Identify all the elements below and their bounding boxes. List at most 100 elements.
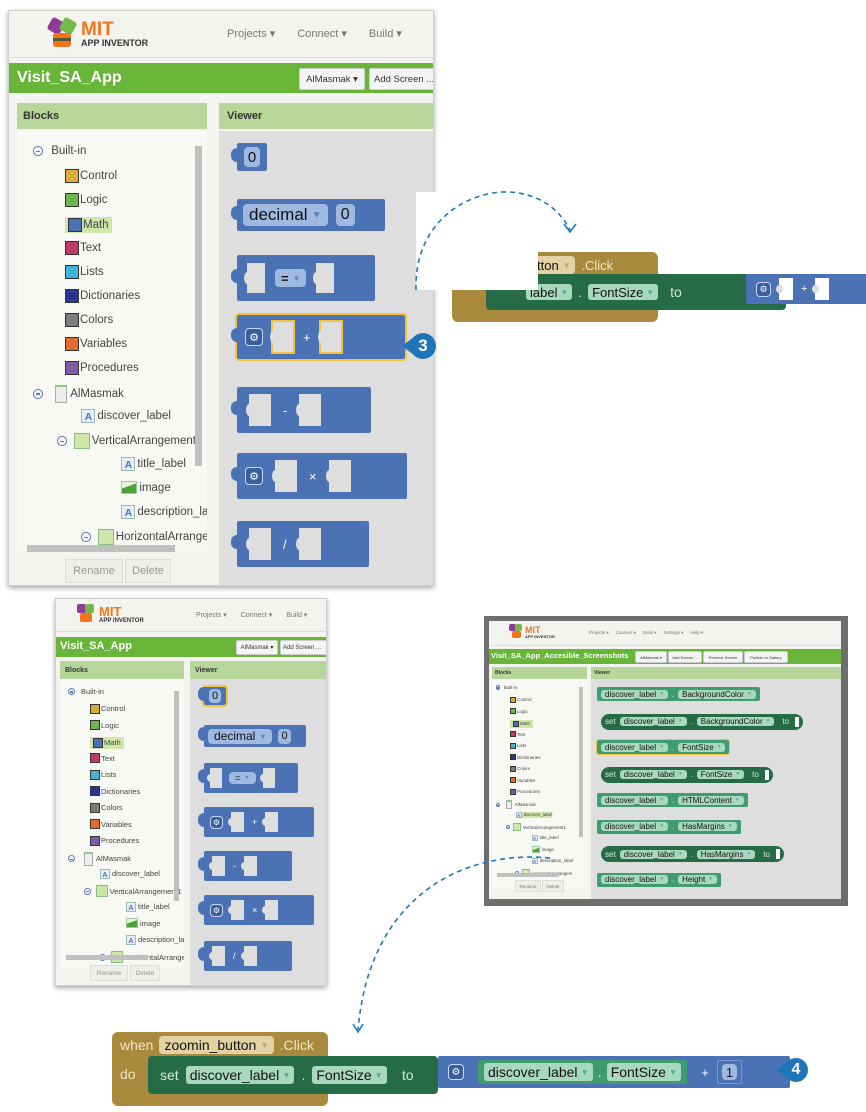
mutator-gear-icon[interactable]: ⚙: [245, 328, 263, 346]
tree-item-colors[interactable]: Colors: [510, 765, 530, 772]
menu-build[interactable]: Build ▾: [368, 28, 402, 40]
label-getter-block[interactable]: discover_label▼.BackgroundColor▼: [597, 687, 760, 701]
menu-settings[interactable]: Settings ▾: [663, 630, 684, 635]
tree-item-math[interactable]: Math: [90, 736, 124, 749]
math-compare-block[interactable]: =▼: [198, 763, 298, 793]
right-operand-socket[interactable]: [240, 946, 257, 966]
button-dropdown[interactable]: tton▼: [532, 256, 576, 274]
menu-projects[interactable]: Projects ▾: [196, 612, 227, 619]
math-multiply-block[interactable]: ⚙ ×: [198, 895, 314, 925]
right-operand-socket[interactable]: [325, 460, 351, 492]
tree-item-dictionaries[interactable]: Dictionaries: [510, 754, 541, 760]
tree-item-screen[interactable]: AlMasmak: [68, 852, 131, 866]
tree-item-colors[interactable]: Colors: [65, 313, 113, 327]
tree-vertical-scrollbar[interactable]: [579, 687, 583, 837]
tree-item-math[interactable]: Math: [510, 719, 534, 728]
left-operand-socket[interactable]: [246, 528, 271, 560]
math-number-block[interactable]: 0: [198, 685, 228, 707]
publish-gallery-button[interactable]: Publish to Gallery: [744, 651, 788, 663]
mutator-gear-icon[interactable]: ⚙: [210, 903, 223, 917]
property-dropdown[interactable]: FontSize▼: [588, 284, 659, 300]
setter-block[interactable]: set discover_label▼ . FontSize▼ to: [148, 1056, 438, 1094]
delete-button[interactable]: Delete: [542, 880, 564, 892]
right-operand-socket[interactable]: [317, 320, 343, 354]
collapse-icon[interactable]: [68, 688, 75, 695]
tree-item-control[interactable]: Control: [90, 703, 125, 714]
tree-item-logic[interactable]: Logic: [510, 708, 528, 714]
math-add-block-attached[interactable]: ⚙ discover_label▼ . FontSize▼ + 1: [438, 1056, 790, 1088]
property-dropdown[interactable]: BackgroundColor▼: [678, 689, 756, 699]
compare-dropdown[interactable]: =▼: [275, 269, 307, 287]
compare-dropdown[interactable]: =▼: [229, 772, 256, 784]
tree-item-component[interactable]: HorizontalArrangem: [81, 529, 207, 545]
math-add-block-attached[interactable]: ⚙ +: [746, 274, 866, 304]
right-operand-socket[interactable]: [812, 278, 830, 300]
math-decimal-block[interactable]: decimal▼ 0: [231, 199, 385, 231]
right-operand-socket[interactable]: [313, 263, 335, 293]
tree-item-component[interactable]: VerticalArrangement1: [57, 433, 202, 449]
screen-selector[interactable]: AlMasmak ▾: [236, 640, 278, 655]
right-operand-socket[interactable]: [296, 394, 322, 426]
math-add-block[interactable]: ⚙ +: [198, 807, 314, 837]
value-socket[interactable]: [764, 769, 769, 780]
component-dropdown[interactable]: discover_label▼: [185, 1066, 295, 1084]
property-dropdown[interactable]: FontSize▼: [312, 1066, 387, 1084]
math-subtract-block[interactable]: -: [231, 387, 371, 433]
tree-item-screen[interactable]: AlMasmak: [33, 385, 124, 403]
tree-item-component[interactable]: image: [121, 481, 171, 495]
tree-item-builtin[interactable]: Built-in: [33, 145, 86, 157]
tree-item-logic[interactable]: Logic: [65, 193, 108, 207]
rename-button[interactable]: Rename: [90, 965, 128, 981]
tree-item-text[interactable]: Text: [510, 731, 525, 737]
collapse-icon[interactable]: [505, 824, 510, 830]
tree-item-text[interactable]: Text: [65, 241, 101, 255]
tree-vertical-scrollbar[interactable]: [195, 146, 202, 466]
tree-item-colors[interactable]: Colors: [90, 802, 123, 813]
menu-projects[interactable]: Projects ▾: [227, 28, 276, 40]
tree-item-procedures[interactable]: Procedures: [90, 835, 139, 846]
value-socket[interactable]: [775, 849, 780, 859]
tree-item-screen[interactable]: AlMasmak: [496, 800, 536, 810]
math-number-block[interactable]: 1: [716, 1060, 743, 1084]
component-dropdown[interactable]: discover_label▼: [601, 875, 668, 884]
tree-item-lists[interactable]: Lists: [90, 769, 116, 780]
add-screen-button[interactable]: Add Screen ...: [280, 640, 326, 655]
property-dropdown[interactable]: HTMLContent▼: [678, 795, 744, 805]
left-operand-socket[interactable]: [209, 856, 225, 876]
screen-selector[interactable]: AlMasmak ▾: [635, 651, 667, 663]
math-subtract-block[interactable]: -: [198, 851, 292, 881]
label-getter-block[interactable]: discover_label▼.HTMLContent▼: [597, 793, 748, 807]
tree-item-variables[interactable]: Variables: [510, 777, 535, 783]
left-operand-socket[interactable]: [207, 768, 222, 788]
tree-horizontal-scrollbar[interactable]: [66, 955, 148, 960]
number-field[interactable]: 0: [208, 689, 222, 703]
decimal-dropdown[interactable]: decimal▼: [208, 728, 273, 744]
tree-item-component[interactable]: image: [126, 918, 160, 928]
right-operand-socket[interactable]: [295, 528, 321, 560]
screen-selector[interactable]: AlMasmak ▾: [299, 68, 365, 90]
label-getter-block[interactable]: discover_label▼.FontSize▼: [595, 739, 731, 755]
tree-vertical-scrollbar[interactable]: [174, 691, 179, 901]
left-operand-socket[interactable]: [270, 320, 295, 354]
add-screen-button[interactable]: Add Screen ...: [369, 68, 433, 90]
tree-item-text[interactable]: Text: [90, 753, 115, 763]
math-divide-block[interactable]: /: [198, 941, 292, 971]
left-operand-socket[interactable]: [228, 900, 244, 920]
collapse-icon[interactable]: [33, 388, 43, 399]
menu-build[interactable]: Build ▾: [286, 612, 308, 619]
menu-connect[interactable]: Connect ▾: [240, 612, 273, 619]
decimal-value-field[interactable]: 0: [278, 728, 291, 744]
decimal-dropdown[interactable]: decimal▼: [243, 204, 328, 226]
math-compare-block[interactable]: =▼: [231, 255, 375, 301]
collapse-icon[interactable]: [496, 802, 501, 807]
component-dropdown[interactable]: discover_label▼: [601, 822, 668, 831]
component-dropdown[interactable]: discover_label▼: [601, 742, 668, 752]
property-dropdown[interactable]: HasMargins▼: [696, 849, 756, 859]
